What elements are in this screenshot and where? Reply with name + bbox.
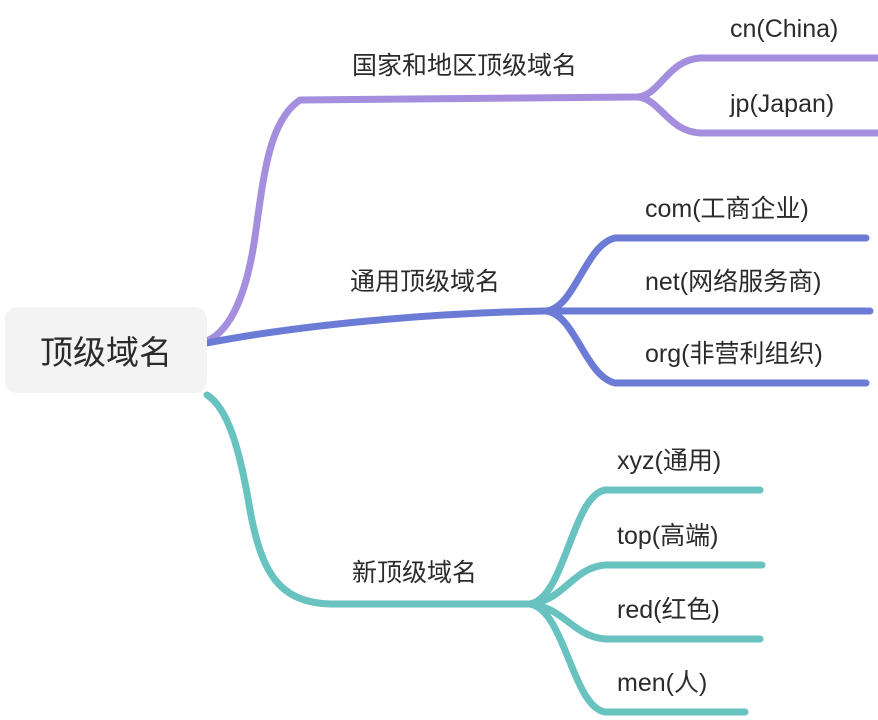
leaf-label-men[interactable]: men(人) bbox=[617, 669, 708, 697]
leaf-label-xyz[interactable]: xyz(通用) bbox=[617, 447, 722, 475]
branch-label-country-code-tld[interactable]: 国家和地区顶级域名 bbox=[352, 52, 578, 80]
branch-path-top bbox=[526, 561, 766, 608]
leaf-label-org[interactable]: org(非营利组织) bbox=[645, 340, 823, 368]
root-node[interactable]: 顶级域名 bbox=[5, 307, 207, 393]
leaf-label-cn[interactable]: cn(China) bbox=[730, 15, 839, 43]
branch-path-xyz bbox=[526, 486, 764, 608]
branch-path-country-code-tld bbox=[203, 93, 640, 345]
branch-path-org bbox=[542, 307, 870, 387]
branch-label-new-tld[interactable]: 新顶级域名 bbox=[352, 559, 478, 587]
branch-path-cn bbox=[634, 54, 878, 101]
branch-path-com bbox=[542, 234, 870, 315]
leaf-label-com[interactable]: com(工商企业) bbox=[645, 195, 809, 223]
leaf-label-jp[interactable]: jp(Japan) bbox=[730, 90, 835, 118]
leaf-label-top[interactable]: top(高端) bbox=[617, 522, 719, 550]
leaf-label-net[interactable]: net(网络服务商) bbox=[645, 268, 822, 296]
root-node-label: 顶级域名 bbox=[40, 334, 172, 371]
branch-path-jp bbox=[634, 93, 878, 137]
branch-path-new-tld bbox=[203, 391, 532, 608]
branch-path-generic-tld bbox=[203, 307, 549, 347]
leaf-label-red[interactable]: red(红色) bbox=[617, 596, 720, 624]
branch-path-men bbox=[526, 600, 749, 716]
branch-label-generic-tld[interactable]: 通用顶级域名 bbox=[350, 268, 501, 296]
